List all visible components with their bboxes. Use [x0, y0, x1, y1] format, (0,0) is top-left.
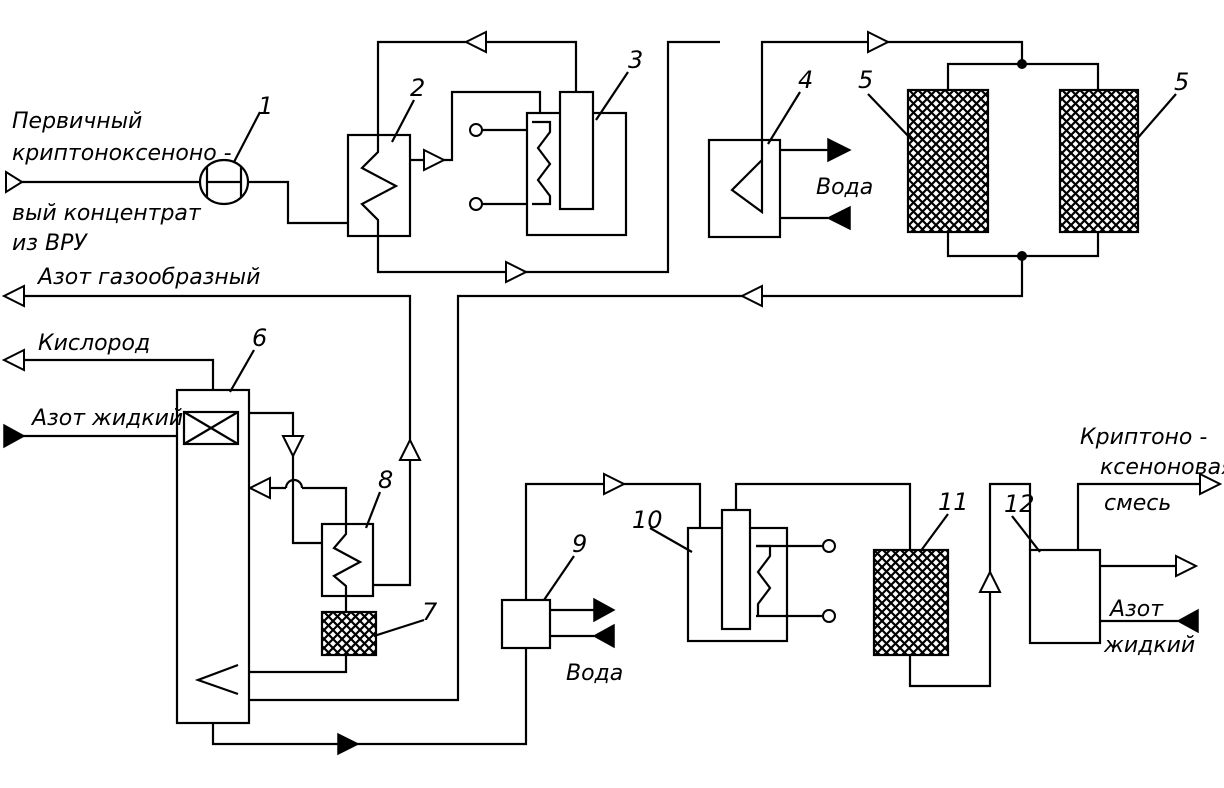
junction-top	[1017, 59, 1027, 69]
arrow-nitrogen-gas-out	[1, 284, 25, 308]
label-product-3: смесь	[1104, 491, 1171, 516]
arrow-12-nitrogen-out	[1175, 554, 1199, 578]
heater-10	[686, 508, 836, 643]
arrow-liquid-nitrogen-in	[3, 423, 26, 449]
water-cooler-4	[707, 138, 782, 239]
arrow-11-to-12	[978, 569, 1002, 593]
label-oxygen: Кислород	[38, 331, 150, 356]
adsorber-5a	[906, 88, 990, 234]
label-nitrogen-gas: Азот газообразный	[36, 265, 260, 290]
label-product-2: ксеноновая	[1100, 455, 1224, 480]
arrow-5-out	[739, 284, 763, 308]
arrow-12-liquid-nitrogen-in	[1176, 608, 1199, 634]
number-4: 4	[798, 66, 813, 94]
arrow-feed-in	[5, 170, 24, 194]
number-2: 2	[410, 74, 425, 102]
number-9: 9	[572, 530, 587, 558]
arrow-top-return	[463, 30, 487, 54]
heat-exchanger-2	[346, 133, 412, 238]
arrow-water-in-4	[826, 205, 851, 231]
label-water-4: Вода	[816, 175, 873, 200]
number-7: 7	[422, 598, 438, 626]
crossover-bridge	[284, 478, 304, 489]
label-product-1: Криптоно -	[1080, 425, 1207, 450]
arrow-down-to-8	[281, 435, 305, 459]
number-1: 1	[258, 92, 273, 120]
junction-bottom	[1017, 251, 1027, 261]
number-10: 10	[632, 506, 663, 534]
arrow-8-to-6	[247, 476, 271, 500]
label-nitrogen-liquid: Азот жидкий	[30, 406, 183, 431]
arrow-product-out	[1199, 472, 1223, 496]
unit-12	[1028, 548, 1102, 645]
line-6-to-9	[211, 648, 528, 746]
label-water-9: Вода	[566, 661, 623, 686]
product-line	[1076, 482, 1210, 550]
flowmeter-1	[198, 158, 250, 206]
line-7-to-6	[238, 655, 348, 674]
adsorber-11	[872, 548, 950, 657]
label-nitrogen-liquid2-2: жидкий	[1103, 633, 1195, 658]
number-5a: 5	[858, 66, 873, 94]
heater-3	[469, 90, 628, 237]
unit-9	[500, 598, 552, 650]
adsorber-7	[320, 610, 378, 657]
number-8: 8	[378, 466, 393, 494]
adsorber-5b	[1058, 88, 1140, 234]
arrow-9-to-10	[603, 472, 627, 496]
line-2-to-4	[376, 40, 720, 274]
number-12: 12	[1004, 490, 1035, 518]
arrow-nitrogen-gas-up	[398, 437, 422, 461]
flow-arrows	[1, 30, 1223, 756]
arrow-6-to-9	[337, 732, 360, 756]
label-feed-2: криптоноксеноно -	[12, 141, 232, 166]
line-to-4-inlet	[760, 40, 1024, 140]
oxygen-line	[10, 358, 215, 390]
pipelines	[8, 40, 1210, 746]
number-6: 6	[252, 324, 267, 352]
label-feed-4: из ВРУ	[12, 231, 88, 256]
arrow-oxygen-out	[1, 348, 25, 372]
number-11: 11	[938, 488, 969, 516]
line-10-to-11	[734, 482, 912, 550]
label-feed-1: Первичный	[12, 109, 142, 134]
line-6-to-8	[238, 411, 322, 545]
heat-exchanger-8	[320, 522, 375, 598]
arrow-to-5	[867, 30, 891, 54]
arrow-2-to-3	[423, 148, 447, 172]
line-1-to-2	[248, 180, 348, 225]
label-nitrogen-liquid2-1: Азот	[1108, 597, 1164, 622]
arrow-water-in-9	[592, 623, 615, 649]
number-3: 3	[628, 46, 643, 74]
number-5b: 5	[1174, 68, 1189, 96]
column-6	[175, 388, 251, 725]
label-feed-3: вый концентрат	[12, 201, 202, 226]
arrow-bottom-2	[505, 260, 529, 284]
arrow-water-out-9	[593, 597, 616, 623]
arrow-water-out-4	[827, 137, 852, 163]
line-5-to-6	[250, 256, 1024, 702]
leader-lines	[229, 71, 1177, 638]
